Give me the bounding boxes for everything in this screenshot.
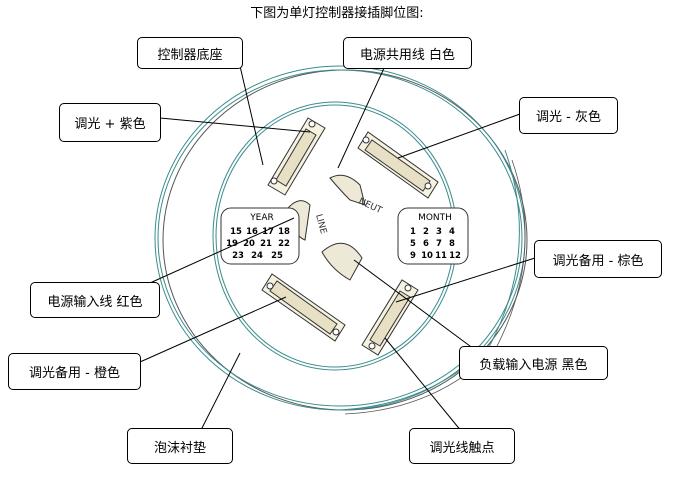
month-dial-title: MONTH [418, 213, 452, 223]
label-dim-spare-brown: 调光备用 - 棕色 [534, 240, 662, 278]
leader-foam-pad [199, 352, 241, 433]
month-cell: 10 [421, 251, 433, 261]
month-cell: 11 [435, 251, 447, 261]
year-cell: 19 [226, 239, 238, 249]
year-cell: 18 [278, 227, 290, 237]
label-dim-plus: 调光 + 紫色 [59, 103, 161, 142]
label-dim-minus: 调光 - 灰色 [519, 97, 618, 134]
leader-dim-contact [384, 337, 463, 433]
neut-mark: NEUT [357, 197, 384, 217]
year-cell: 25 [271, 251, 283, 261]
month-cell: 9 [410, 251, 416, 261]
contact-upper-left [267, 117, 326, 196]
month-dial: MONTH 1 2 3 4 5 6 7 8 9 10 11 12 [397, 207, 469, 265]
label-base: 控制器底座 [137, 37, 243, 69]
leader-load-input [353, 259, 479, 353]
middle-ring [157, 69, 523, 407]
housing-rim [339, 149, 520, 411]
line-mark: LINE [313, 213, 328, 235]
contact-upper-right [357, 131, 439, 199]
year-cell: 16 [246, 227, 258, 237]
month-cell: 8 [449, 239, 455, 249]
month-cell: 7 [436, 239, 442, 249]
month-cell: 12 [449, 251, 461, 261]
contact-lower-left [261, 273, 346, 342]
month-cell: 5 [410, 239, 416, 249]
year-cell: 23 [232, 251, 244, 261]
month-cell: 3 [436, 227, 442, 237]
leader-base [239, 65, 264, 166]
year-cell: 20 [243, 239, 255, 249]
leader-dim-spare-brown [395, 257, 536, 303]
month-cell: 1 [410, 227, 416, 237]
month-cell: 4 [449, 227, 455, 237]
label-load-input: 负载输入电源 黑色 [459, 346, 608, 380]
month-cell: 6 [423, 239, 429, 249]
prong-load [321, 242, 363, 281]
leader-power-input [129, 217, 295, 293]
contact-lower-right [361, 279, 419, 356]
year-dial: YEAR 15 16 17 18 19 20 21 22 23 24 25 [220, 207, 300, 265]
leader-power-common [337, 65, 386, 169]
leader-dim-minus [397, 113, 521, 159]
leader-dim-plus [159, 117, 311, 133]
label-foam-pad: 泡沫衬垫 [127, 428, 233, 464]
year-cell: 17 [262, 227, 274, 237]
leader-lines [129, 65, 536, 433]
label-power-input: 电源输入线 红色 [30, 282, 160, 318]
year-dial-title: YEAR [249, 213, 274, 223]
year-cell: 21 [260, 239, 272, 249]
year-cell: 24 [251, 251, 263, 261]
label-dim-contact: 调光线触点 [409, 428, 515, 464]
year-cell: 15 [230, 227, 242, 237]
month-cell: 2 [423, 227, 429, 237]
year-cell: 22 [278, 239, 290, 249]
label-power-common: 电源共用线 白色 [343, 37, 472, 69]
page-title: 下图为单灯控制器接插脚位图: [250, 6, 424, 21]
label-dim-spare-orange: 调光备用 - 橙色 [8, 353, 141, 390]
leader-dim-spare-orange [139, 296, 287, 363]
prong-neutral [329, 174, 366, 206]
